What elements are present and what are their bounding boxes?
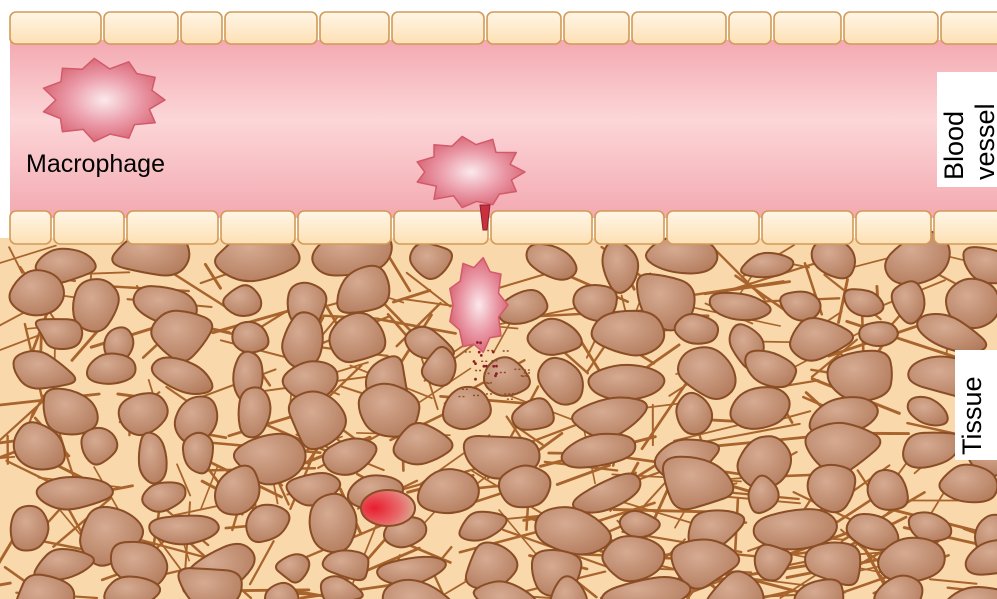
tissue-cell-icon xyxy=(178,568,241,599)
endothelial-cell-icon xyxy=(856,211,931,244)
endothelial-cell-icon xyxy=(181,12,222,44)
endothelial-cell-icon xyxy=(844,12,938,44)
endothelial-cell-icon xyxy=(564,12,629,44)
endothelial-cell-icon xyxy=(394,211,488,244)
damaged-cell-icon xyxy=(361,490,415,526)
endothelial-cell-icon xyxy=(595,211,664,244)
endothelial-cell-icon xyxy=(221,211,295,244)
endothelial-cell-icon xyxy=(762,211,853,244)
endothelial-cell-icon xyxy=(774,12,841,44)
endothelial-cell-icon xyxy=(667,211,759,244)
tissue-cell-icon xyxy=(11,506,49,551)
endothelial-cell-icon xyxy=(320,12,389,44)
endothelial-cell-icon xyxy=(298,211,391,244)
endothelial-cell-icon xyxy=(104,12,178,44)
macrophage-label: Macrophage xyxy=(26,150,165,179)
secreted-particle xyxy=(483,365,486,368)
tissue-label: Tissue xyxy=(959,376,986,455)
endothelial-cell-icon xyxy=(729,12,771,44)
tissue-cell-icon xyxy=(827,351,891,401)
secreted-particle xyxy=(476,341,479,344)
secreted-particle xyxy=(479,341,482,344)
endothelial-cell-icon xyxy=(941,12,997,44)
secreted-particle xyxy=(474,378,477,381)
endothelial-cell-icon xyxy=(392,12,484,44)
blood-vessel-label-line1: Blood xyxy=(941,111,968,180)
endothelial-cell-icon xyxy=(127,211,218,244)
vessel-bottom-wall xyxy=(10,211,997,244)
secreted-particle xyxy=(495,365,498,368)
blood-vessel-label-line2: vessel xyxy=(972,103,997,180)
endothelial-cell-icon xyxy=(632,12,726,44)
secreted-particle xyxy=(480,354,483,357)
tissue-cell-icon xyxy=(859,322,898,346)
endothelial-cell-icon xyxy=(487,12,561,44)
secreted-particle xyxy=(494,374,497,377)
vessel-top-wall xyxy=(10,12,997,44)
endothelial-cell-icon xyxy=(10,12,101,44)
endothelial-cell-icon xyxy=(54,211,124,244)
endothelial-cell-icon xyxy=(491,211,592,244)
secreted-particle xyxy=(474,362,477,365)
secreted-particle xyxy=(478,351,481,354)
endothelial-cell-icon xyxy=(10,211,51,244)
tissue-cell-icon xyxy=(499,466,551,508)
tissue-cell-icon xyxy=(310,494,357,552)
secreted-particle xyxy=(492,365,495,368)
endothelial-cell-icon xyxy=(934,211,997,244)
endothelial-cell-icon xyxy=(225,12,317,44)
